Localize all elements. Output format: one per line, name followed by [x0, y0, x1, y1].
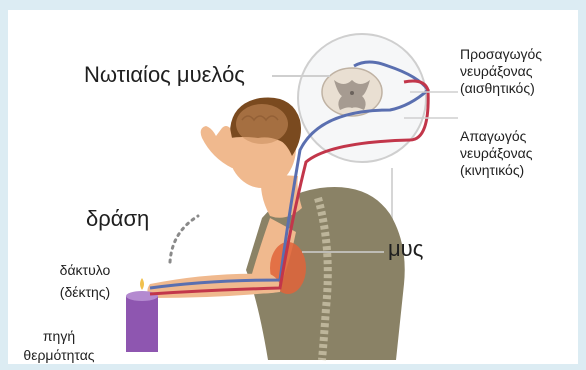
action-arrow — [170, 216, 198, 262]
efferent-label-1: Απαγωγός — [460, 128, 526, 145]
finger-label-2: (δέκτης) — [46, 284, 124, 301]
action-label: δράση — [86, 206, 149, 232]
spinal-cord-label: Νωτιαίος μυελός — [84, 62, 245, 88]
finger-label-1: δάκτυλο — [46, 262, 124, 279]
muscle-label: μυς — [388, 236, 423, 262]
spinal-cord-cross-section — [322, 68, 382, 116]
efferent-label-2: νευράξονας — [460, 145, 532, 162]
heat-source-label-1: πηγή — [14, 328, 104, 345]
afferent-label-1: Προσαγωγός — [460, 46, 542, 63]
afferent-label-2: νευράξονας — [460, 63, 532, 80]
brain — [236, 104, 288, 144]
afferent-label-3: (αισθητικός) — [460, 80, 535, 97]
efferent-label-3: (κινητικός) — [460, 162, 524, 179]
heat-source-label-2: θερμότητας — [2, 347, 116, 364]
